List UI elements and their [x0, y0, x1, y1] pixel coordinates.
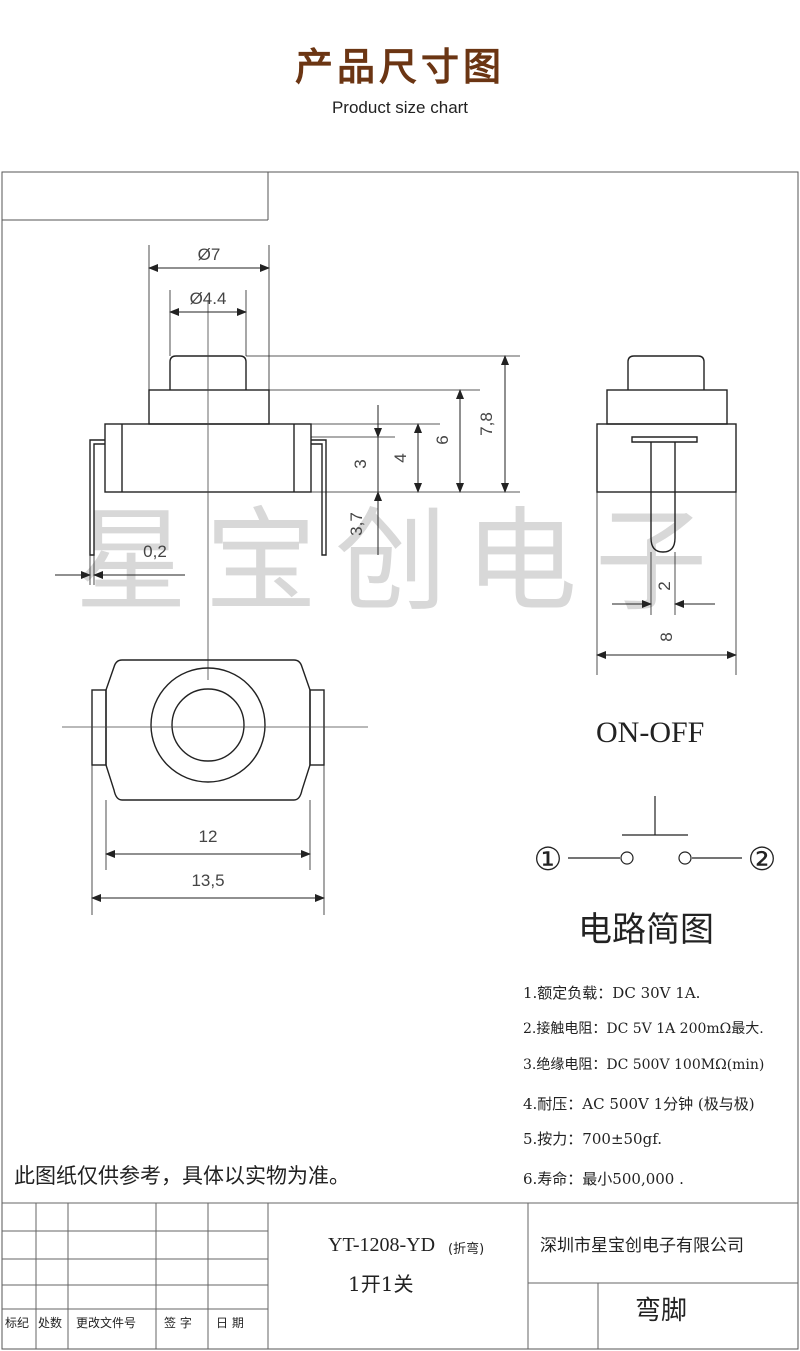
circuit-mode: ON-OFF: [596, 716, 705, 749]
spec-item: 1.额定负载：DC 30V 1A.: [523, 984, 701, 1002]
model-number: YT-1208-YD: [328, 1234, 436, 1256]
label-h-4: 4: [391, 453, 410, 462]
label-pin-thickness: 0,2: [143, 542, 167, 561]
label-h-6: 6: [433, 435, 452, 444]
terminal-2: ②: [748, 840, 777, 878]
drawing-frame: [1, 171, 799, 1350]
label-outer-dia: Ø7: [198, 245, 221, 264]
label-mark: 标纪: [5, 1316, 30, 1330]
company-name: 深圳市星宝创电子有限公司: [540, 1236, 744, 1256]
top-view: [91, 659, 325, 801]
label-side-8: 8: [657, 632, 676, 641]
watermark-text: 星宝创电子: [75, 497, 725, 627]
disclaimer-note: 此图纸仅供参考，具体以实物为准。: [14, 1164, 350, 1188]
page-title: 产品尺寸图: [294, 45, 505, 89]
dim-pin-thickness: [55, 555, 185, 585]
label-w-135: 13,5: [191, 871, 224, 890]
spec-item: 2.接触电阻：DC 5V 1A 200mΩ最大.: [523, 1021, 764, 1037]
switch-config: 1开1关: [348, 1272, 414, 1296]
dim-inner-dia: [169, 290, 247, 356]
model-note: (折弯): [448, 1242, 485, 1257]
label-w-12: 12: [199, 827, 218, 846]
label-count: 处数: [38, 1316, 63, 1330]
page-subtitle: Product size chart: [331, 98, 469, 117]
dim-outer-dia: [148, 245, 270, 390]
dim-side: [596, 492, 737, 675]
circuit-caption: 电路简图: [578, 910, 714, 950]
spec-item: 5.按力：700±50gf.: [523, 1130, 662, 1148]
dim-widths: [91, 765, 325, 915]
label-signature: 签 字: [164, 1316, 192, 1330]
label-date: 日 期: [216, 1316, 244, 1330]
circuit-diagram: [568, 796, 742, 865]
title-block: [2, 1202, 798, 1349]
label-change-doc: 更改文件号: [76, 1316, 137, 1330]
terminal-1: ①: [534, 840, 563, 878]
side-view: [596, 355, 737, 553]
dim-heights: [246, 355, 520, 555]
spec-item: 6.寿命：最小500,000 .: [523, 1170, 684, 1188]
spec-item: 3.绝缘电阻：DC 500V 100MΩ(min): [523, 1057, 765, 1073]
label-h-3: 3: [351, 459, 370, 468]
spec-item: 4.耐压：AC 500V 1分钟 (极与极): [523, 1095, 755, 1113]
label-h-78: 7,8: [477, 412, 496, 436]
part-name: 弯脚: [635, 1296, 688, 1326]
label-inner-dia: Ø4.4: [190, 289, 227, 308]
label-side-2: 2: [655, 581, 674, 590]
label-h-37: 3,7: [347, 512, 366, 536]
